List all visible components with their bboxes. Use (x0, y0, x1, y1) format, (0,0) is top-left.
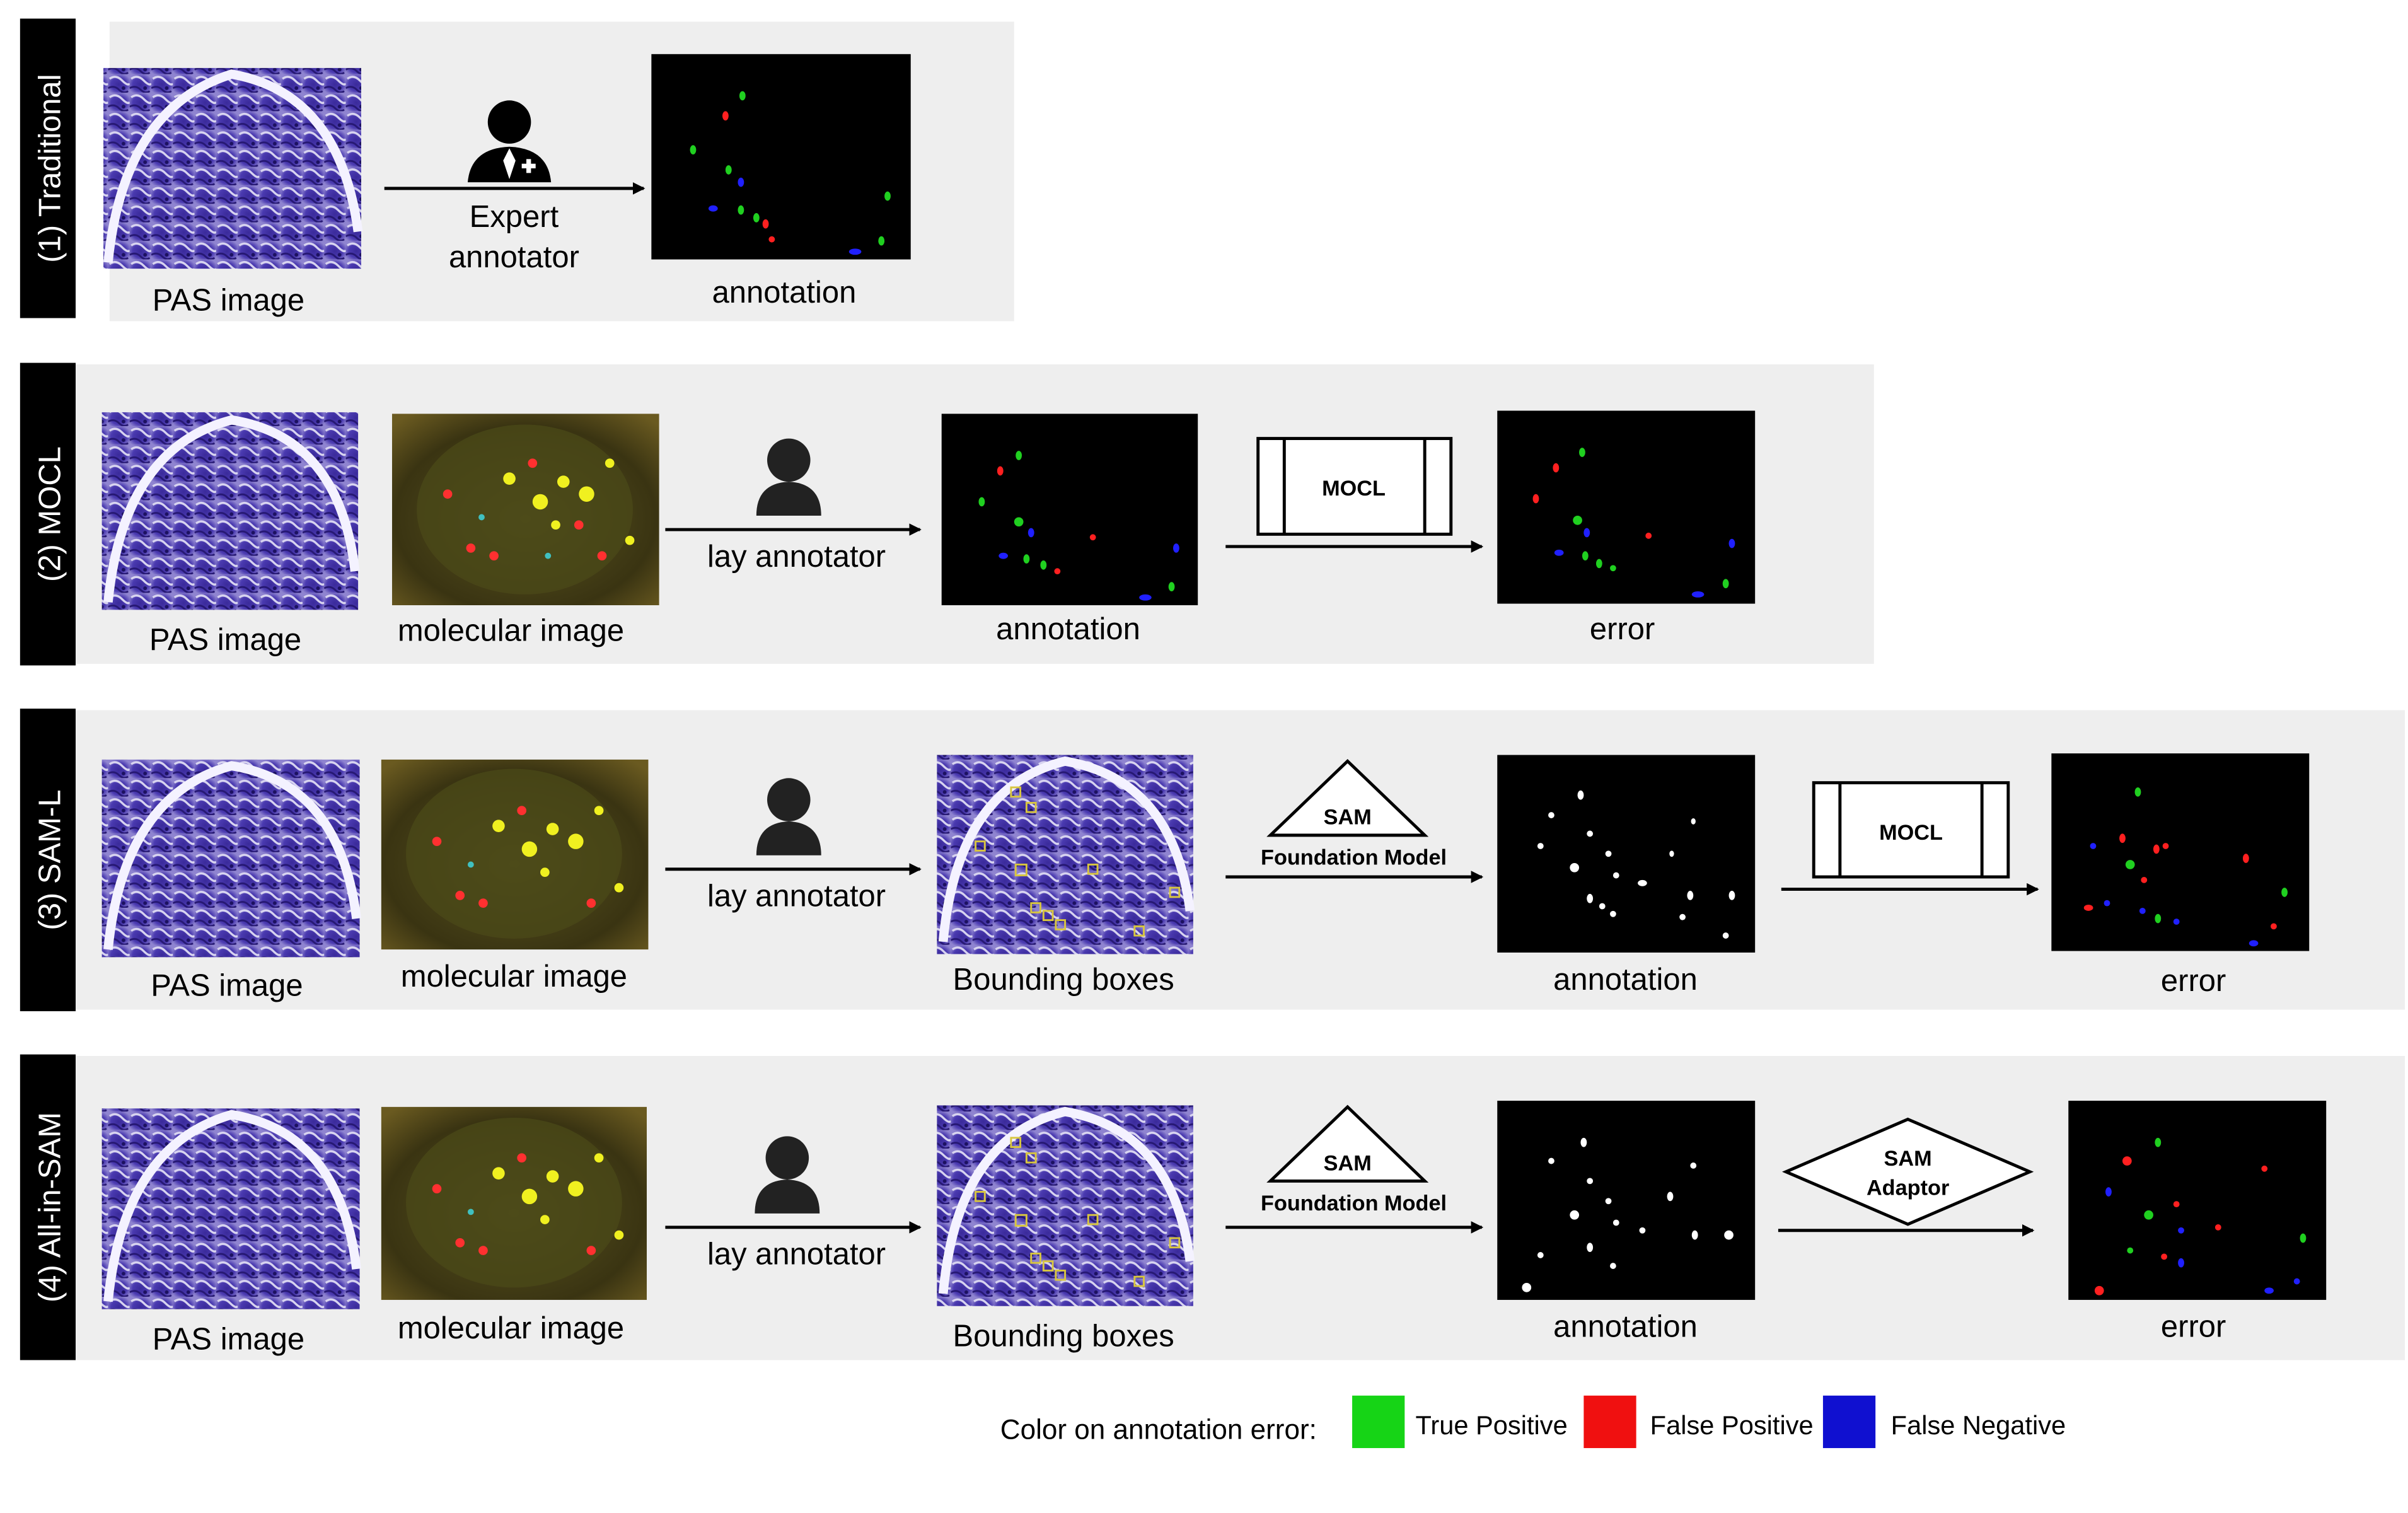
molecular-image (381, 1106, 647, 1300)
mocl-box: MOCL (1256, 437, 1453, 536)
annotation-caption: annotation (1553, 1310, 1698, 1344)
svg-text:MOCL: MOCL (1879, 821, 1943, 845)
sam-foundation-model-box: SAM Foundation Model (1261, 758, 1447, 869)
pas-image-caption: PAS image (153, 1322, 304, 1356)
error-image (1497, 410, 1756, 604)
color-legend: Color on annotation error: True Positive… (1000, 1395, 2066, 1449)
bounding-boxes-image (937, 1105, 1195, 1306)
molecular-image (391, 414, 659, 606)
molecular-image-caption: molecular image (398, 1311, 624, 1345)
sam-foundation-model-box: SAM Foundation Model (1261, 1104, 1447, 1215)
annotation-caption: annotation (996, 612, 1140, 646)
pas-image (103, 67, 363, 269)
bounding-boxes-image (937, 755, 1195, 954)
expert-annotator-label-line1: Expert (470, 200, 559, 234)
lay-annotator-icon (756, 438, 821, 516)
svg-text:SAM: SAM (1324, 806, 1372, 830)
pas-image (101, 412, 360, 610)
svg-text:(2) MOCL: (2) MOCL (33, 446, 67, 582)
molecular-image-caption: molecular image (401, 959, 627, 994)
pas-image (101, 759, 361, 958)
annotation-caption: annotation (712, 275, 857, 310)
legend-label-false-positive: False Positive (1650, 1410, 1814, 1440)
svg-text:Foundation Model: Foundation Model (1261, 845, 1447, 869)
lay-annotator-icon (756, 778, 821, 855)
legend-swatch-false-negative (1822, 1395, 1876, 1449)
expert-annotator-icon (467, 100, 552, 183)
bounding-boxes-caption: Bounding boxes (953, 963, 1174, 997)
bounding-boxes-caption: Bounding boxes (953, 1319, 1174, 1353)
svg-text:(1) Traditional: (1) Traditional (33, 74, 67, 262)
svg-text:MOCL: MOCL (1322, 477, 1386, 501)
error-caption: error (2161, 964, 2226, 998)
sam-adaptor-box: SAM Adaptor (1781, 1117, 2034, 1226)
legend-label-true-positive: True Positive (1415, 1410, 1567, 1440)
svg-text:SAM: SAM (1324, 1151, 1372, 1175)
row-label-mocl: (2) MOCL (20, 362, 76, 666)
legend-title: Color on annotation error: (1000, 1414, 1317, 1445)
pas-image-caption: PAS image (151, 969, 303, 1003)
pas-image-caption: PAS image (149, 623, 301, 657)
lay-annotator-icon (755, 1136, 820, 1214)
annotation-image (651, 54, 911, 260)
annotation-image (941, 414, 1198, 606)
annotation-image (1497, 1101, 1756, 1300)
lay-annotator-label: lay annotator (707, 540, 886, 574)
legend-label-false-negative: False Negative (1891, 1410, 2066, 1440)
row-label-traditional: (1) Traditional (20, 18, 76, 318)
lay-annotator-label: lay annotator (707, 879, 886, 913)
error-caption: error (2161, 1310, 2226, 1344)
molecular-image-caption: molecular image (398, 613, 624, 647)
annotation-caption: annotation (1553, 963, 1698, 997)
svg-text:Adaptor: Adaptor (1867, 1176, 1949, 1200)
legend-swatch-false-positive (1583, 1395, 1636, 1449)
mocl-box: MOCL (1812, 781, 2010, 879)
expert-annotator-label-line2: annotator (449, 240, 579, 274)
legend-swatch-true-positive (1352, 1395, 1405, 1449)
error-caption: error (1590, 612, 1655, 646)
error-image (2051, 753, 2310, 951)
svg-text:SAM: SAM (1884, 1147, 1932, 1171)
svg-text:Foundation Model: Foundation Model (1261, 1191, 1447, 1215)
svg-text:(4) All-in-SAM: (4) All-in-SAM (33, 1112, 67, 1302)
annotation-image (1497, 755, 1756, 953)
row-label-saml: (3) SAM-L (20, 709, 76, 1012)
row-label-allinsam: (4) All-in-SAM (20, 1054, 76, 1360)
pas-image-caption: PAS image (153, 283, 304, 317)
pas-image (101, 1108, 361, 1309)
error-image (2068, 1101, 2327, 1300)
molecular-image (381, 759, 649, 950)
svg-text:(3) SAM-L: (3) SAM-L (33, 790, 67, 930)
lay-annotator-label: lay annotator (707, 1238, 886, 1272)
